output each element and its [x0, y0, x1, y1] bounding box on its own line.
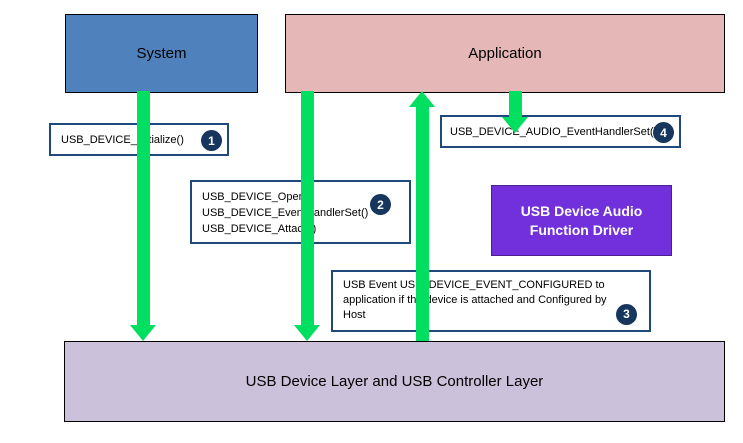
callout-audio-handler: USB_DEVICE_AUDIO_EventHandlerSet() 4: [440, 115, 681, 148]
callout-open-line2: USB_DEVICE_EventHandlerSet(): [202, 207, 369, 219]
arrow-application-to-layer-shaft: [301, 91, 314, 325]
callout-event-line3: Host: [343, 309, 366, 321]
audio-function-driver-label-line2: Function Driver: [529, 221, 634, 238]
system-box: System: [65, 14, 258, 93]
arrow-layer-to-application-head-icon: [409, 91, 435, 107]
arrow-application-to-audio-handler-shaft: [509, 91, 522, 117]
step-badge-2: 2: [370, 194, 391, 215]
step-badge-3: 3: [616, 304, 637, 325]
arrow-system-to-layer-shaft: [137, 91, 150, 325]
callout-event-line1: USB Event USB_DEVICE_EVENT_CONFIGURED to: [343, 279, 605, 291]
arrow-application-to-audio-handler-head-icon: [502, 117, 528, 133]
callout-open-line3: USB_DEVICE_Attach(): [202, 223, 317, 235]
usb-device-layer-label: USB Device Layer and USB Controller Laye…: [245, 373, 544, 390]
audio-function-driver-box: USB Device Audio Function Driver: [491, 185, 672, 256]
arrow-application-to-layer-head-icon: [294, 325, 320, 341]
step-badge-4: 4: [653, 122, 674, 143]
callout-event-line2: application if the device is attached an…: [343, 294, 607, 306]
callout-initialize-text: USB_DEVICE_Initialize(): [61, 133, 184, 146]
application-box: Application: [285, 14, 725, 93]
audio-function-driver-label-line1: USB Device Audio: [520, 202, 643, 219]
callout-audio-text: USB_DEVICE_AUDIO_EventHandlerSet(): [450, 125, 658, 138]
callout-open-attach: USB_DEVICE_Open() USB_DEVICE_EventHandle…: [190, 180, 411, 244]
callout-event-configured: USB Event USB_DEVICE_EVENT_CONFIGURED to…: [331, 270, 651, 332]
application-box-label: Application: [468, 45, 542, 62]
callout-open-line1: USB_DEVICE_Open(): [202, 191, 313, 203]
arrow-system-to-layer-head-icon: [130, 325, 156, 341]
system-box-label: System: [136, 45, 187, 62]
usb-device-layer-box: USB Device Layer and USB Controller Laye…: [64, 341, 725, 422]
step-badge-1: 1: [201, 130, 222, 151]
arrow-layer-to-application-shaft: [416, 107, 429, 341]
